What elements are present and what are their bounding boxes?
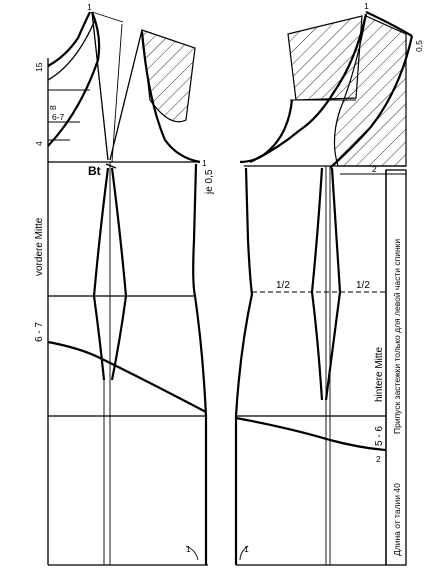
front-neckline	[47, 11, 91, 67]
bust-point-mark	[105, 163, 117, 169]
front-waist-dart-left	[92, 167, 110, 381]
label-1-hem-front: 1	[186, 544, 191, 554]
back-neck-curve	[365, 11, 413, 37]
front-dart-leg-right	[109, 29, 143, 161]
front-side-seam	[192, 163, 208, 565]
front-armhole	[140, 31, 201, 164]
front-piece	[47, 11, 208, 566]
back-armhole	[239, 99, 294, 164]
label-half-back: 1/2	[356, 280, 370, 291]
back-yoke-curve	[249, 13, 368, 163]
label-half-front: 1/2	[276, 280, 290, 291]
label-2-bottom: 2	[376, 454, 381, 464]
label-6-7-hip: 6 - 7	[34, 322, 45, 342]
front-dart-leg-left	[91, 11, 109, 161]
front-shoulder-top	[91, 11, 124, 23]
label-15: 15	[34, 62, 44, 72]
back-side-seam	[234, 167, 254, 565]
closure-allowance-strip	[385, 169, 407, 566]
front-dart-guide	[111, 23, 123, 163]
front-hem-mark	[185, 545, 199, 561]
label-1-side-front: 1	[202, 158, 207, 168]
back-yoke-curve-inner	[329, 35, 414, 169]
front-shoulder-hatch	[141, 29, 196, 123]
back-hem-mark	[239, 545, 249, 561]
label-4: 4	[34, 141, 44, 146]
label-russian-allowance: Припуск застежки только для левой части …	[392, 239, 402, 434]
label-je: je 0,5	[204, 169, 215, 195]
back-dart-right	[324, 167, 342, 401]
label-1-hem-back: 1	[244, 544, 249, 554]
label-back-center: hintere Mitte	[374, 347, 385, 402]
front-waist-dart-right	[110, 167, 128, 381]
label-8: 8	[48, 105, 58, 110]
label-1-top-front: 1	[87, 2, 92, 12]
label-6-7-top: 6-7	[52, 112, 65, 122]
label-russian-length: Длина от талии 40	[392, 483, 402, 556]
label-2-back-top: 2	[372, 164, 377, 174]
label-5-6: 5 - 6	[374, 426, 385, 446]
front-hip-curve	[47, 340, 207, 413]
label-1-top-back: 1	[364, 1, 369, 11]
back-upper-hatch-right	[333, 15, 407, 167]
label-bust-point: Bt	[88, 164, 101, 178]
back-piece	[234, 11, 414, 566]
label-front-center: vordere Mitte	[34, 217, 45, 276]
label-0-5-back: 0,5	[414, 40, 424, 52]
front-neck-inner	[47, 19, 96, 81]
front-lapel-curve	[47, 11, 101, 147]
back-hip-curve	[235, 416, 387, 452]
labels: vordere Mitte hintere Mitte Bt je 0,5 15…	[34, 1, 424, 556]
back-dart-left	[310, 167, 324, 401]
